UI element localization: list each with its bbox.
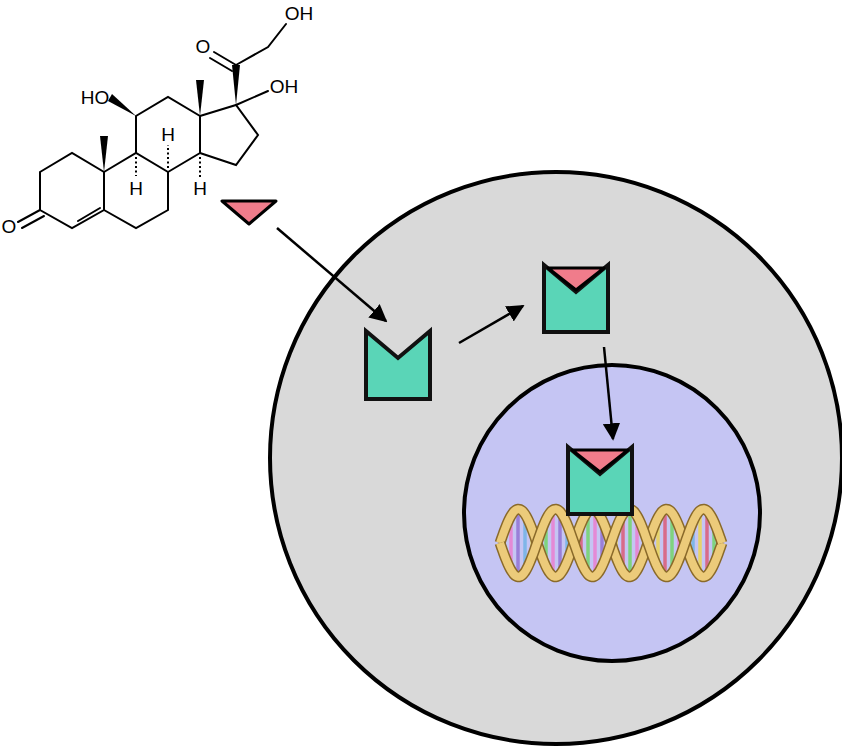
dna-strand [500,509,722,577]
hormone-receptor-complex [568,447,632,514]
base-pair [628,509,632,577]
dna-strand [500,509,722,577]
atom-label: O [2,217,17,236]
dna-helix [500,509,722,577]
cortisol-skeleton [18,24,286,228]
atom-label: OH [285,4,314,23]
hashed-bonds [136,145,200,177]
dna-strand-outline [500,509,722,577]
atom-label: O [196,37,211,56]
hormone-receptor-complex [544,265,608,332]
atom-label: H [161,125,175,144]
nucleus [464,365,760,661]
flow-arrows [277,228,613,439]
hormone-triangle [222,201,276,224]
atom-label: OH [270,77,299,96]
base-pair [663,509,667,576]
dna-strand-outline [500,509,722,577]
base-pair [516,509,520,577]
atom-label: HO [81,88,110,107]
receptor [366,331,430,399]
atom-label: H [193,179,207,198]
atom-label: H [129,179,143,198]
wedge-bonds [100,65,240,172]
cell-membrane [270,172,842,744]
